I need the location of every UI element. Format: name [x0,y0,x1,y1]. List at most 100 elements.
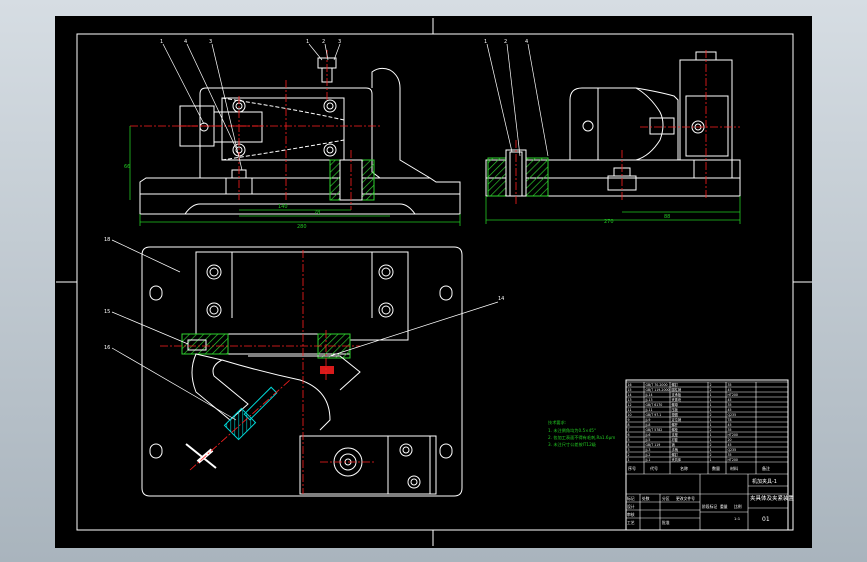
parts-cell: 定位销 [672,417,682,422]
drawing-name: 夹具体及夹紧装置 [750,494,795,502]
balloon-p1: 18 [104,237,110,243]
parts-cell: 夹紧块 [672,397,682,402]
parts-cell: 5 [628,438,630,442]
parts-cell: 螺母 [672,402,678,407]
front-balloons: 1 4 3 1 2 3 [160,39,341,45]
plan-leaders [111,239,499,421]
stage-label: 阶段标记 [702,504,717,509]
parts-cell: HT200 [728,458,738,462]
parts-cell: 螺钉 [672,382,679,387]
sign-doc: 更改文件号 [676,496,695,501]
parts-cell: 35 [728,428,732,432]
side-leaders [486,43,549,157]
balloon-f4: 1 [306,39,309,45]
header-code: 代号 [650,465,658,471]
parts-list-grid [625,381,789,474]
sheet-number: 01 [762,516,770,523]
parts-cell: GB/T 70-2000 [646,383,668,387]
balloon-f1: 1 [160,39,163,45]
parts-cell: JJ-2 [645,453,651,457]
parts-cell: 2 [710,388,712,392]
parts-cell: 1 [710,433,712,437]
parts-cell: JJ-13 [645,398,653,402]
parts-cell: JJ-9 [645,418,651,422]
technical-notes: 技术要求: 1. 未注倒角均为0.5×45° 2. 各加工表面不得有毛刺,Ra1… [548,419,615,448]
parts-cell: T8 [727,418,732,422]
parts-cell: 2 [710,413,712,417]
dim-front-total: 280 [297,224,307,230]
parts-cell: 1 [628,458,630,462]
dim-front-w2: 78 [314,210,320,216]
parts-cell: 1 [710,408,712,412]
notes-line-1: 1. 未注倒角均为0.5×45° [548,427,596,434]
scale-value: 1:1 [734,516,741,521]
parts-cell: 8 [628,423,630,427]
parts-cell: 螺杆 [672,422,679,427]
scale-label: 比例 [734,504,742,509]
parts-cell: 压板 [672,407,679,412]
side-view [485,51,741,197]
parts-cell: 45 [728,398,732,402]
parts-cell: 15 [628,388,632,392]
sign-count: 处数 [642,496,650,501]
parts-cell: 12 [628,403,632,407]
parts-cell: 支承板 [672,392,682,397]
weight-label: 重量 [720,504,728,509]
plan-clamp-screw [185,366,334,469]
parts-cell: 35 [728,453,732,457]
parts-cell: 衬套 [672,437,679,442]
balloon-p3: 16 [104,345,110,351]
parts-cell: 20 [728,438,732,442]
centering-marks [56,18,812,546]
plan-balloons: 18 15 16 14 [104,237,504,351]
dim-front-w1: 140 [278,204,288,210]
dim-side-w1: 88 [664,214,670,220]
front-view [139,57,461,215]
parts-cell: 4 [628,443,630,447]
parts-cell: 45 [728,388,732,392]
parts-cell: 1 [710,418,712,422]
title-lower-grid [626,473,788,530]
sign-rows: 标记 处数 分区 更改文件号 设计 审核 工艺 批准 阶段标记 重量 比例 1:… [627,496,742,525]
front-leaders [162,43,341,171]
role-approve: 批准 [662,520,670,525]
parts-cell: 1 [710,403,712,407]
parts-cell: 3 [628,448,630,452]
parts-cell: GB/T 119-2000 [646,388,670,392]
parts-cell: 9 [628,418,630,422]
balloon-f6: 3 [338,39,341,45]
parts-cell: 16 [628,383,632,387]
parts-header: 序号 代号 名称 数量 材料 备注 [628,465,770,471]
drawing-number: 机加夹具-1 [752,478,777,485]
parts-cell: 夹具体 [672,457,682,462]
balloon-p2: 15 [104,309,110,315]
parts-cell: 1 [710,398,712,402]
parts-cell: JJ-1 [645,458,651,462]
parts-cell: 1 [710,448,712,452]
parts-cell: 2 [628,453,630,457]
parts-cell: 35 [728,383,732,387]
header-name: 名称 [680,465,688,471]
parts-cell: 1 [710,458,712,462]
balloon-s2: 2 [504,39,507,45]
parts-cell: JJ-8 [645,423,651,427]
side-balloons: 1 2 4 [484,39,528,45]
plan-view [141,246,463,497]
parts-cell: GB/T 5782 [646,428,663,432]
parts-cell: 螺栓 [672,427,679,432]
side-dimension-labels: 88 270 [604,214,670,225]
parts-cell: 6 [628,433,630,437]
parts-cell: 1 [710,423,712,427]
sign-mark: 标记 [627,496,635,501]
parts-cell: 支座 [672,432,679,437]
parts-cell: JJ-3 [645,448,651,452]
header-qty: 数量 [712,465,720,471]
parts-cell: 13 [628,398,632,402]
parts-cell: 1 [710,438,712,442]
front-dimensions [129,126,461,226]
parts-cell: JJ-5 [645,438,651,442]
parts-cell: JJ-6 [645,433,651,437]
parts-cell: 14 [628,393,632,397]
